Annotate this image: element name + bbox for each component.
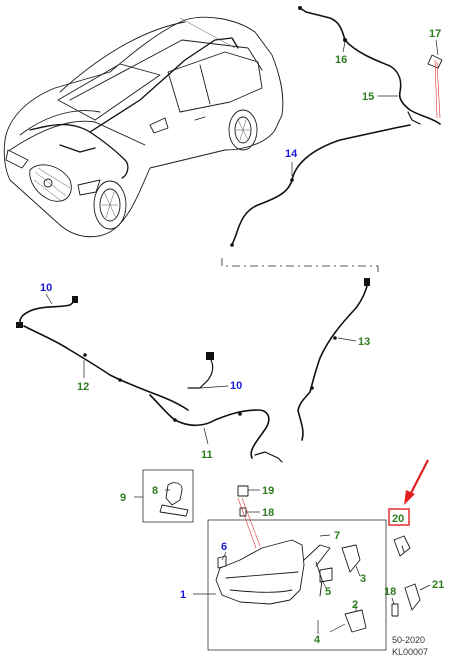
harness-12 [16, 296, 189, 411]
harness-13 [297, 278, 370, 441]
callout-5: 5 [325, 586, 331, 598]
nozzle-parts-20-21 [391, 535, 431, 617]
callout-20: 20 [392, 513, 404, 525]
section-divider [221, 258, 379, 276]
rear-washer-hose-assembly [298, 6, 443, 125]
callout-8: 8 [152, 485, 158, 497]
callout-10-upper: 10 [40, 282, 52, 294]
callout-15: 15 [362, 91, 374, 103]
footer-ref-code: KL00007 [392, 647, 428, 657]
harness-11 [149, 352, 283, 463]
callout-14: 14 [285, 148, 298, 160]
callout-7: 7 [334, 530, 340, 542]
callout-12: 12 [77, 381, 89, 393]
callout-18-left: 18 [262, 507, 274, 519]
callout-2: 2 [352, 599, 358, 611]
callout-4: 4 [314, 634, 321, 646]
callout-1: 1 [180, 589, 186, 601]
callout-13: 13 [358, 336, 370, 348]
callout-18-right: 18 [384, 586, 396, 598]
leader-lines [45, 39, 439, 634]
callout-19: 19 [262, 485, 274, 497]
callout-labels: 1 2 3 4 5 6 7 8 9 10 10 11 12 13 14 15 1… [40, 28, 444, 646]
main-hose-14 [230, 124, 411, 247]
callout-6: 6 [221, 541, 227, 553]
callout-3: 3 [360, 573, 366, 585]
vehicle-illustration [3, 16, 284, 238]
parts-18-19 [237, 485, 260, 517]
red-pointer-arrow-icon [404, 459, 429, 505]
callout-11: 11 [201, 449, 213, 461]
footer-date-code: 50-2020 [392, 635, 425, 645]
callout-9: 9 [120, 492, 126, 504]
callout-10-lower: 10 [230, 380, 242, 392]
item-8-box [142, 469, 194, 523]
callout-16: 16 [335, 54, 347, 66]
washer-reservoir-box [207, 497, 387, 651]
callout-17: 17 [429, 28, 441, 40]
callout-21: 21 [432, 579, 444, 591]
callout-20-highlight-box [388, 508, 410, 526]
